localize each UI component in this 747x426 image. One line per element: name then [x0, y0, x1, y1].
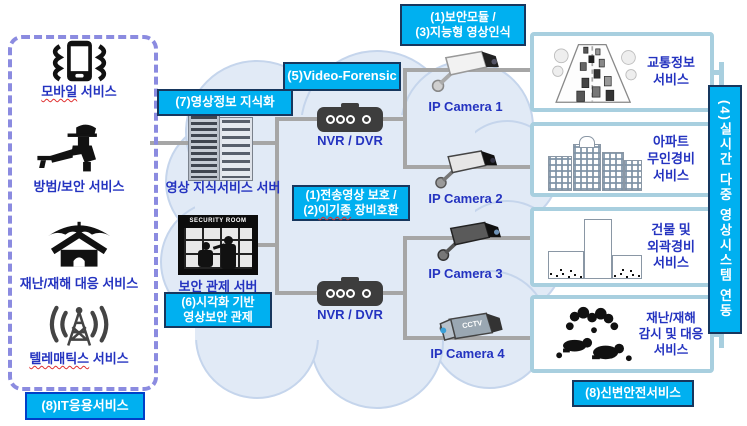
- callout-it-application-service: (8)IT응용서비스: [25, 392, 145, 420]
- nvr-dvr-device: [317, 103, 383, 132]
- monitor-wall: [184, 228, 252, 269]
- operator-person-icon: [198, 250, 213, 267]
- security-room-image: SECURITY ROOM: [178, 215, 258, 275]
- ip-camera-label: IP Camera 4: [430, 346, 505, 361]
- service-box-traffic: 교통정보 서비스: [530, 32, 714, 112]
- mobile-phone-icon: [52, 40, 107, 82]
- callout-video-forensic: (5)Video-Forensic: [283, 62, 401, 91]
- operator-person-icon: [224, 236, 233, 245]
- callout-transfer-protection: (1)전송영상 보호 / (2)이기종 장비호환: [292, 185, 410, 221]
- callout-security-module: (1)보안모듈 / (3)지능형 영상인식: [400, 4, 526, 46]
- ip-camera-label: IP Camera 3: [428, 266, 503, 281]
- security-guard-icon: [37, 124, 97, 172]
- service-box-disaster: 재난/재해 감시 및 대응 서비스: [530, 295, 714, 373]
- service-label-disaster-response: 재난/재해 대응 서비스: [19, 276, 139, 291]
- service-box-apartment: 아파트 무인경비 서비스: [530, 122, 714, 197]
- line-cambus2: [403, 236, 407, 340]
- line-nvr2-to-cambus: [382, 291, 405, 295]
- line-nvr1-to-cambus: [382, 117, 405, 121]
- disaster-image: [556, 306, 632, 362]
- line-bus-to-nvr1: [279, 117, 317, 121]
- callout-visual-security-control: (6)시각화 기반 영상보안 관제: [164, 292, 272, 328]
- service-box-buildings: 건물 및 외곽경비 서비스: [530, 207, 714, 287]
- nvr-dvr-label: NVR / DVR: [317, 133, 383, 148]
- ip-camera-label: IP Camera 1: [428, 99, 503, 114]
- ip-camera-label: IP Camera 2: [428, 191, 503, 206]
- ip-camera-icon: [435, 150, 498, 189]
- service-label-security: 방범/보안 서비스: [33, 179, 125, 194]
- control-server-label: 보안 관제 서버: [178, 279, 258, 294]
- operator-person-icon: [221, 244, 236, 269]
- service-label-mobile: 모바일 서비스: [41, 84, 117, 99]
- server-rack-icon: [219, 117, 253, 181]
- line-cambus1: [403, 68, 407, 169]
- service-box-label: 재난/재해 감시 및 대응 서비스: [638, 310, 704, 358]
- service-box-label: 아파트 무인경비 서비스: [647, 134, 695, 183]
- ip-camera-icon: [437, 221, 502, 261]
- line-room-to-bus: [258, 243, 275, 247]
- operator-person-icon: [202, 242, 210, 250]
- callout-video-info-knowledge: (7)영상정보 지식화: [157, 89, 293, 116]
- disaster-house-icon: [47, 221, 111, 267]
- server-rack-icon: [188, 113, 220, 181]
- nvr-dvr-label: NVR / DVR: [317, 307, 383, 322]
- service-box-label: 건물 및 외곽경비 서비스: [647, 221, 695, 271]
- line-bus-to-nvr2: [279, 291, 317, 295]
- line-main-bus: [275, 117, 279, 295]
- service-label-telematics: 텔레매틱스 서비스: [29, 351, 129, 366]
- cctv-camera-icon: CCTV: [439, 312, 503, 342]
- callout-personal-safety-service: (8)신변안전서비스: [572, 380, 694, 407]
- buildings-image: [544, 217, 644, 279]
- security-room-caption: SECURITY ROOM: [189, 218, 247, 224]
- nvr-dvr-device: [317, 277, 383, 306]
- it-application-services-panel: [8, 35, 158, 391]
- apartment-image: [544, 132, 644, 191]
- traffic-image: [552, 43, 637, 103]
- ip-camera-icon: [431, 50, 499, 93]
- service-box-label: 교통정보 서비스: [647, 55, 695, 87]
- line-cam4-to-box4: [407, 336, 530, 340]
- callout-realtime-multi-video-integration: (4)실시간 다중 영상시스템 연동: [708, 85, 742, 334]
- svg-text:CCTV: CCTV: [461, 318, 482, 330]
- telematics-antenna-icon: [49, 305, 109, 346]
- knowledge-server-label: 영상 지식서비스 서버: [165, 180, 281, 195]
